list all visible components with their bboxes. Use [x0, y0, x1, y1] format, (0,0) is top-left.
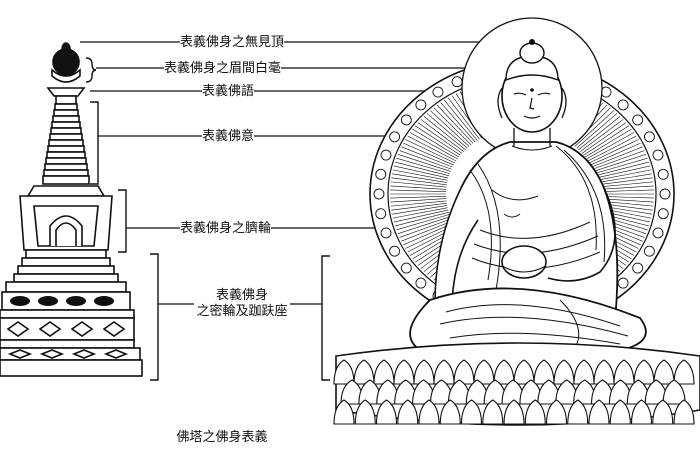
buddha-ushnisha [519, 42, 545, 64]
buddha-hair [505, 55, 559, 82]
label-seat-line2: 之密輪及跏趺座 [196, 304, 288, 319]
stupa-foot-marks [7, 349, 129, 359]
label-speech: 表義佛語 [202, 84, 255, 99]
buddha-robe-folds [469, 145, 606, 291]
buddha-left-arm [547, 187, 616, 282]
buddha-alms-bowl [501, 245, 547, 279]
label-urna: 表義佛身之眉間白毫 [164, 61, 282, 76]
stupa-neck [55, 95, 77, 105]
stupa-niche-inner [55, 222, 77, 246]
bracket-throne [321, 255, 330, 381]
stupa-steps [13, 249, 119, 283]
label-navel: 表義佛身之臍輪 [180, 221, 272, 236]
stupa-spire-rings [42, 103, 90, 185]
buddha-leg-folds [439, 299, 629, 353]
stupa-brackets [85, 57, 330, 381]
stupa-plinth [0, 359, 143, 377]
buddha-crown-jewel [529, 39, 535, 45]
buddha-drawing [333, 17, 700, 426]
buddha-face [513, 88, 551, 119]
figure-caption-text: 佛塔之佛身表義 [176, 430, 268, 445]
stupa-crescent [51, 68, 81, 83]
label-seat: 表義佛身 之密輪及跏趺座 [194, 288, 290, 320]
stupa-base-mid [0, 309, 135, 319]
stupa-umbrella [46, 87, 86, 97]
bracket-spire [90, 101, 99, 185]
bracket-base [150, 253, 159, 381]
figure-caption: 佛塔之佛身表義 [0, 426, 700, 445]
label-mind: 表義佛意 [202, 129, 255, 144]
bracket-dome [118, 189, 127, 253]
lotus-petals [333, 359, 695, 425]
stupa-harmika [26, 185, 106, 197]
bracket-finial [85, 57, 97, 83]
stupa-finial-tip [61, 42, 71, 56]
stupa-lotus-band-marks [10, 296, 114, 306]
stupa-base-top [5, 281, 127, 293]
label-seat-line1: 表義佛身 [215, 288, 268, 303]
stupa-drawing [0, 42, 143, 377]
stupa-base-lower [0, 339, 135, 349]
label-crown: 表義佛身之無見頂 [180, 35, 285, 50]
stupa-frieze-diamonds [6, 321, 126, 337]
